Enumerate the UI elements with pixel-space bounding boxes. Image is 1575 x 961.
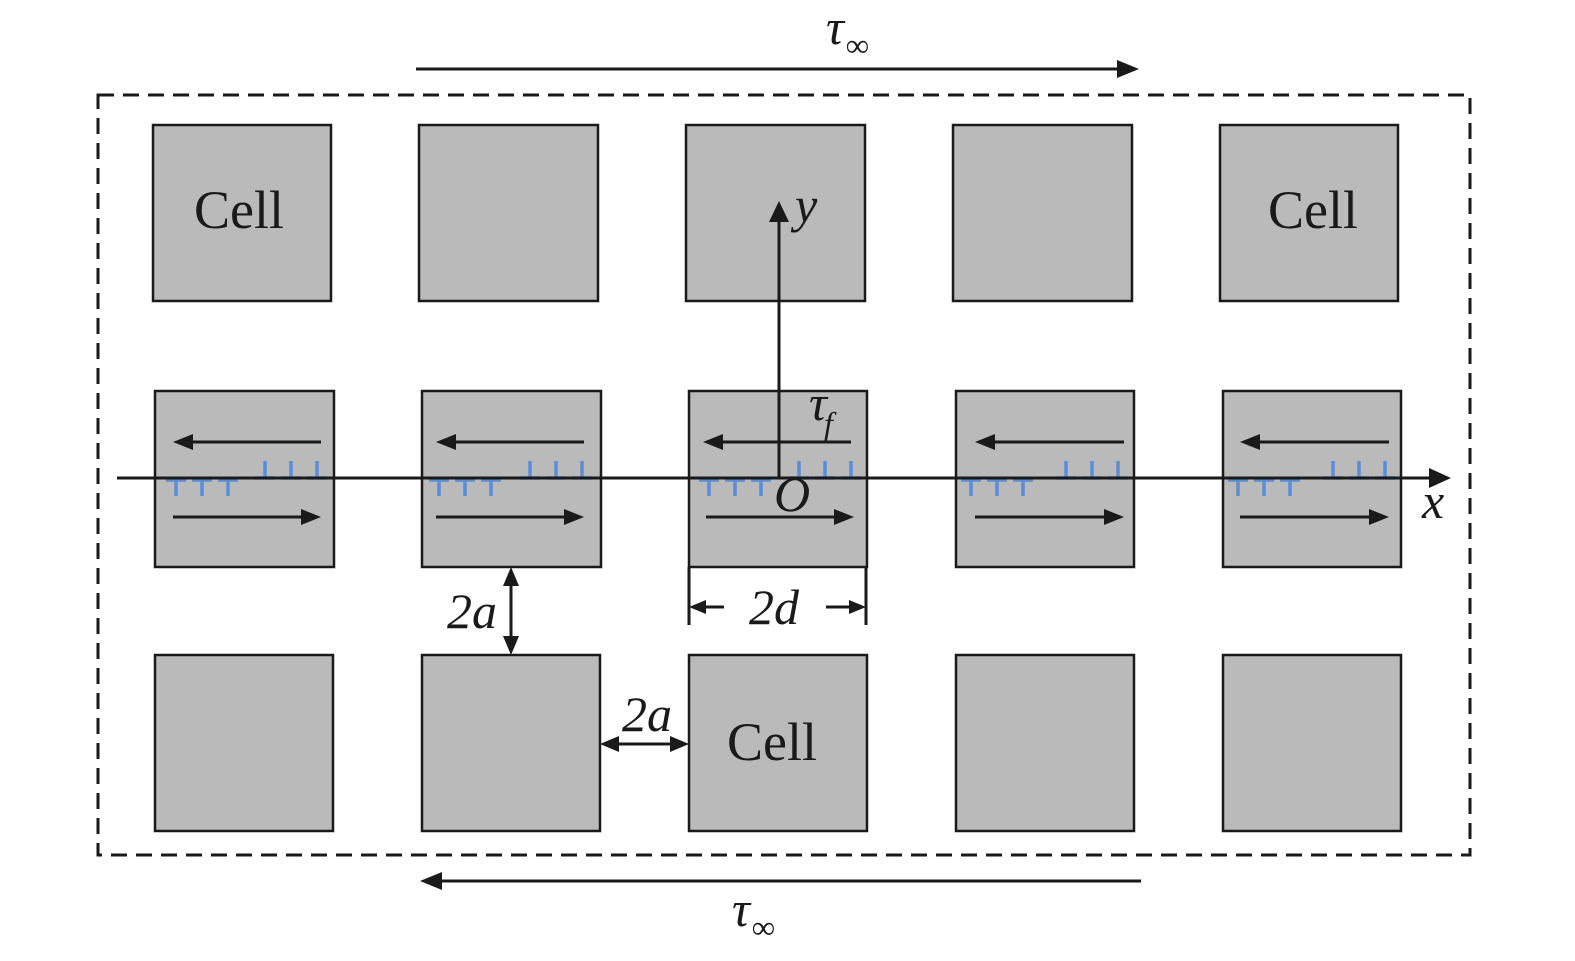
dimension-2a-horizontal (600, 736, 689, 752)
cell-label-top-right: Cell (1268, 180, 1358, 240)
arrow-left-icon (600, 736, 619, 752)
internal-shear-arrows (173, 434, 1389, 525)
arrow-right-icon (301, 509, 321, 525)
cell-block (153, 653, 335, 833)
arrow-right-icon (564, 509, 584, 525)
cell-block (1218, 123, 1400, 303)
y-axis-arrow-icon (769, 201, 789, 222)
cell-block (954, 653, 1136, 833)
cell-block (420, 653, 602, 833)
arrow-left-icon (1240, 434, 1260, 450)
dislocation-inverted-t-icon (520, 461, 592, 480)
x-axis-arrow-icon (1429, 468, 1451, 488)
dim-2d-label: 2d (749, 579, 800, 635)
tau-bottom-subscript: ∞ (752, 909, 775, 945)
arrow-right-icon (1369, 509, 1389, 525)
dislocation-t-icon (961, 478, 1033, 496)
cell-block (417, 123, 600, 303)
dimension-2d (687, 567, 868, 625)
dislocation-t-icon (699, 478, 771, 496)
arrow-right-icon (670, 736, 689, 752)
arrow-left-icon (420, 872, 442, 890)
tau-bottom-label: τ (732, 881, 752, 937)
arrow-right-icon (1104, 509, 1124, 525)
cell-block (151, 123, 333, 303)
origin-label: O (774, 466, 810, 522)
arrow-right-icon (849, 600, 866, 614)
dislocation-t-icon (1228, 478, 1300, 496)
arrow-left-icon (173, 434, 193, 450)
tau-top-label: τ (826, 0, 846, 55)
tau-f-label: τ (809, 375, 829, 431)
arrow-up-icon (503, 567, 519, 586)
arrow-right-icon (1117, 60, 1139, 78)
y-axis-label: y (790, 177, 818, 233)
dimension-2a-vertical (503, 567, 519, 655)
dislocation-t-icon (429, 478, 501, 496)
dislocation-inverted-t-icon (1056, 461, 1128, 480)
cell-label-bottom-center: Cell (727, 712, 817, 772)
cell-block (1221, 653, 1403, 833)
arrow-left-icon (436, 434, 456, 450)
arrow-left-icon (703, 434, 723, 450)
dislocation-inverted-t-icon (255, 461, 327, 480)
dim-2a-horizontal-label: 2a (622, 686, 672, 742)
arrow-left-icon (975, 434, 995, 450)
cell-row-bottom (153, 653, 1403, 833)
dislocation-inverted-t-icon (1323, 461, 1395, 480)
cell-block (687, 653, 869, 833)
arrow-right-icon (834, 509, 854, 525)
arrow-down-icon (503, 636, 519, 655)
tau-top-subscript: ∞ (846, 27, 869, 63)
dim-2a-vertical-label: 2a (447, 583, 497, 639)
cell-label-top-left: Cell (194, 180, 284, 240)
cell-block (951, 123, 1134, 303)
dislocation-t-icon (166, 478, 238, 496)
arrow-left-icon (689, 600, 706, 614)
dashed-boundary (96, 93, 1472, 857)
x-axis-label: x (1421, 473, 1444, 529)
